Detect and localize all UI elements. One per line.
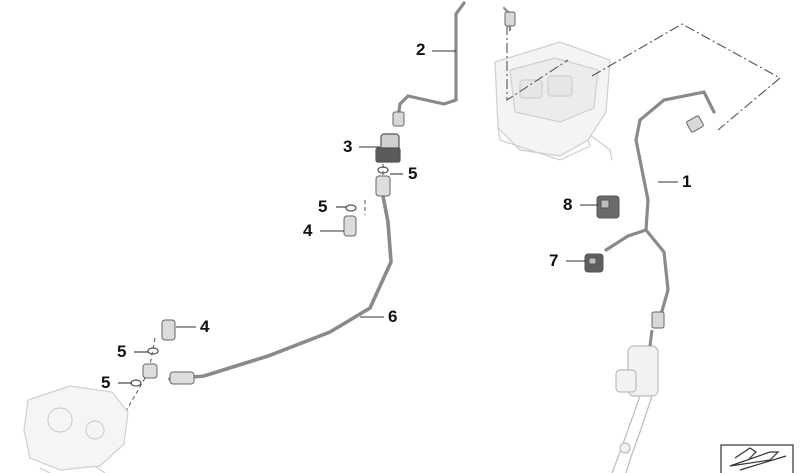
brake-caliper-icon (23, 385, 129, 473)
callout-5-upper-left: 5 (318, 197, 328, 216)
callout-4-lower: 4 (200, 317, 210, 336)
callout-3: 3 (343, 137, 353, 156)
leader-lines (118, 50, 678, 384)
callout-8: 8 (563, 195, 573, 214)
callout-6: 6 (388, 307, 398, 326)
abs-unit-icon (494, 41, 613, 161)
callout-1: 1 (682, 172, 692, 191)
callout-7: 7 (549, 251, 559, 270)
pipe-clip-8 (596, 195, 620, 219)
pipe-clip-7 (584, 253, 604, 273)
pipe-1-fittings (651, 115, 704, 329)
hose-6-fittings (142, 175, 391, 385)
banjo-bolts-4 (161, 215, 357, 341)
brake-pipe-2 (396, 1, 512, 120)
abs-connector-lines (506, 23, 781, 131)
assembly-dash-lines (117, 164, 384, 426)
callout-5-lower-upper: 5 (117, 342, 127, 361)
view-direction-icon (720, 444, 794, 473)
callout-5-lower-lower: 5 (101, 373, 111, 392)
brake-pipe-1 (604, 90, 716, 320)
callout-4-upper: 4 (303, 221, 313, 240)
washers-5 (130, 166, 389, 387)
hose-bracket-3 (375, 133, 401, 163)
pipe-2-fittings (392, 11, 516, 127)
callout-2: 2 (416, 40, 426, 59)
brake-hose-6 (168, 194, 393, 381)
master-cylinder-icon (611, 329, 659, 473)
callout-5-upper-right: 5 (408, 164, 418, 183)
